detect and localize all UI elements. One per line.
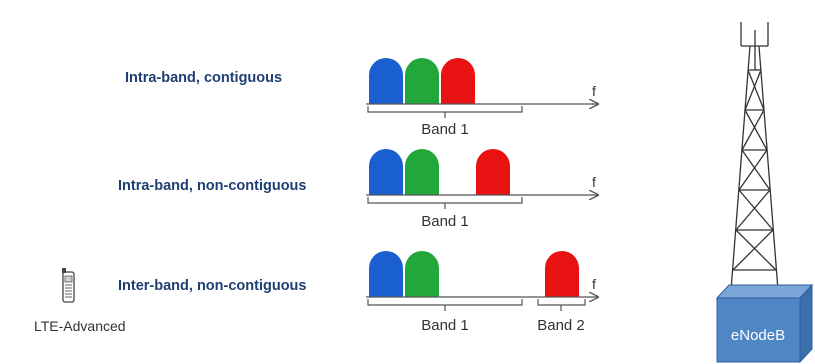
- scenario-label: Intra-band, non-contiguous: [118, 178, 306, 194]
- carrier-3: [476, 149, 510, 195]
- band-label-1: Band 1: [421, 317, 469, 334]
- band-label-1: Band 1: [421, 121, 469, 138]
- enodeb-label: eNodeB: [731, 327, 785, 344]
- carrier-3: [441, 58, 475, 104]
- antenna-tower-icon: [730, 22, 779, 291]
- lte-advanced-device: LTE-Advanced: [34, 268, 126, 334]
- band-label-1: Band 1: [421, 213, 469, 230]
- carrier-1: [369, 251, 403, 297]
- scenario-label: Intra-band, contiguous: [125, 70, 282, 86]
- frequency-symbol: f: [592, 276, 596, 292]
- carrier-2: [405, 251, 439, 297]
- mobile-phone-icon: [62, 268, 75, 303]
- device-label: LTE-Advanced: [34, 318, 126, 334]
- frequency-symbol: f: [592, 174, 596, 190]
- frequency-symbol: f: [592, 83, 596, 99]
- scenario-inter-band-non-contiguous: Inter-band, non-contiguous f Band 1 Band…: [118, 251, 598, 334]
- scenario-intra-band-non-contiguous: Intra-band, non-contiguous f Band 1: [118, 149, 598, 230]
- band-bracket: [367, 106, 523, 113]
- carrier-2: [405, 58, 439, 104]
- scenario-intra-band-contiguous: Intra-band, contiguous f Band 1: [125, 58, 598, 138]
- enodeb-base-station: eNodeB: [715, 22, 814, 364]
- carrier-2: [405, 149, 439, 195]
- band-bracket-2: [537, 299, 586, 306]
- carrier-3: [545, 251, 579, 297]
- scenario-label: Inter-band, non-contiguous: [118, 278, 306, 294]
- enodeb-box: [715, 283, 814, 364]
- carrier-1: [369, 58, 403, 104]
- band-bracket-1: [367, 299, 523, 306]
- band-bracket: [367, 197, 523, 204]
- carrier-1: [369, 149, 403, 195]
- band-label-2: Band 2: [537, 317, 585, 334]
